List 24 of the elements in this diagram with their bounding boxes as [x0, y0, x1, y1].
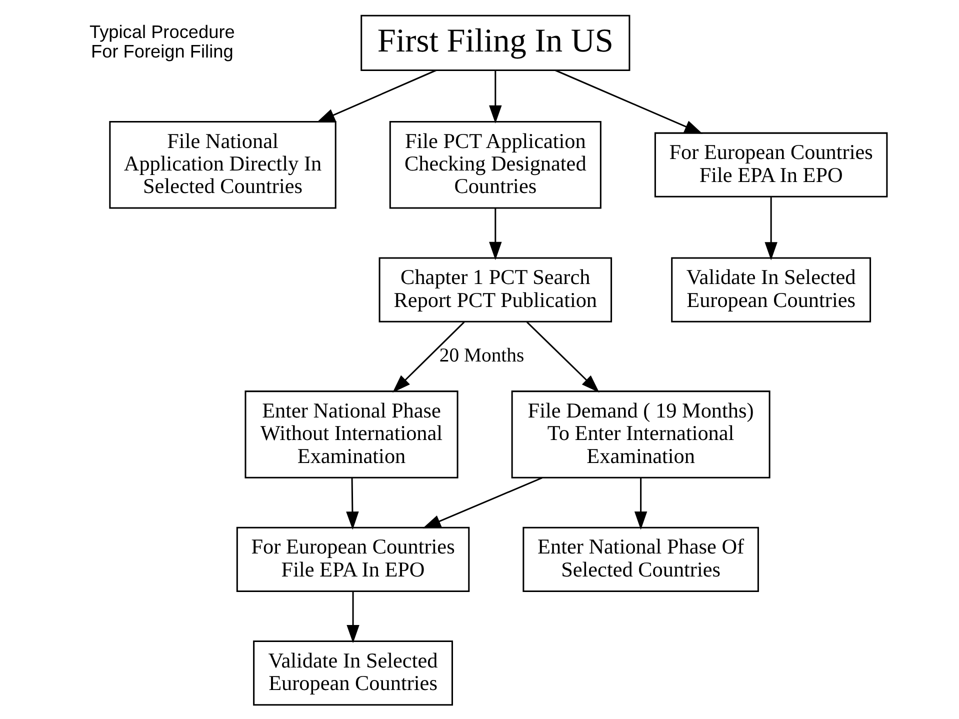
- arrow: [346, 592, 360, 644]
- node-box: For European Countries File EPA In EPO: [236, 526, 470, 592]
- node-box: File Demand ( 19 Months) To Enter International Examination: [511, 390, 770, 478]
- label: Typical Procedure For Foreign Filing: [90, 22, 235, 62]
- arrow: [316, 70, 437, 122]
- node-box: Validate In Selected European Countries: [671, 257, 872, 322]
- node-box: File National Application Directly In Selected Countries: [109, 120, 336, 209]
- arrow: [526, 322, 600, 393]
- arrow: [554, 70, 703, 134]
- arrow: [764, 197, 778, 260]
- node-box: Chapter 1 PCT Search Report PCT Publication: [378, 257, 612, 322]
- node-box: Enter National Phase Without International Examination: [244, 390, 458, 478]
- edge-label: 20 Months: [439, 344, 524, 367]
- arrow: [489, 208, 502, 260]
- node-box: First Filing In US: [360, 14, 630, 71]
- arrow: [346, 478, 359, 530]
- node-box: Enter National Phase Of Selected Countries: [522, 526, 759, 592]
- node-box: File PCT Application Checking Designated Countries: [389, 120, 602, 209]
- arrow: [422, 477, 542, 528]
- arrow: [392, 322, 465, 393]
- node-box: For European Countries File EPA In EPO: [654, 132, 888, 198]
- node-box: Validate In Selected European Countries: [253, 640, 453, 706]
- arrow: [489, 70, 502, 124]
- arrow: [634, 478, 648, 530]
